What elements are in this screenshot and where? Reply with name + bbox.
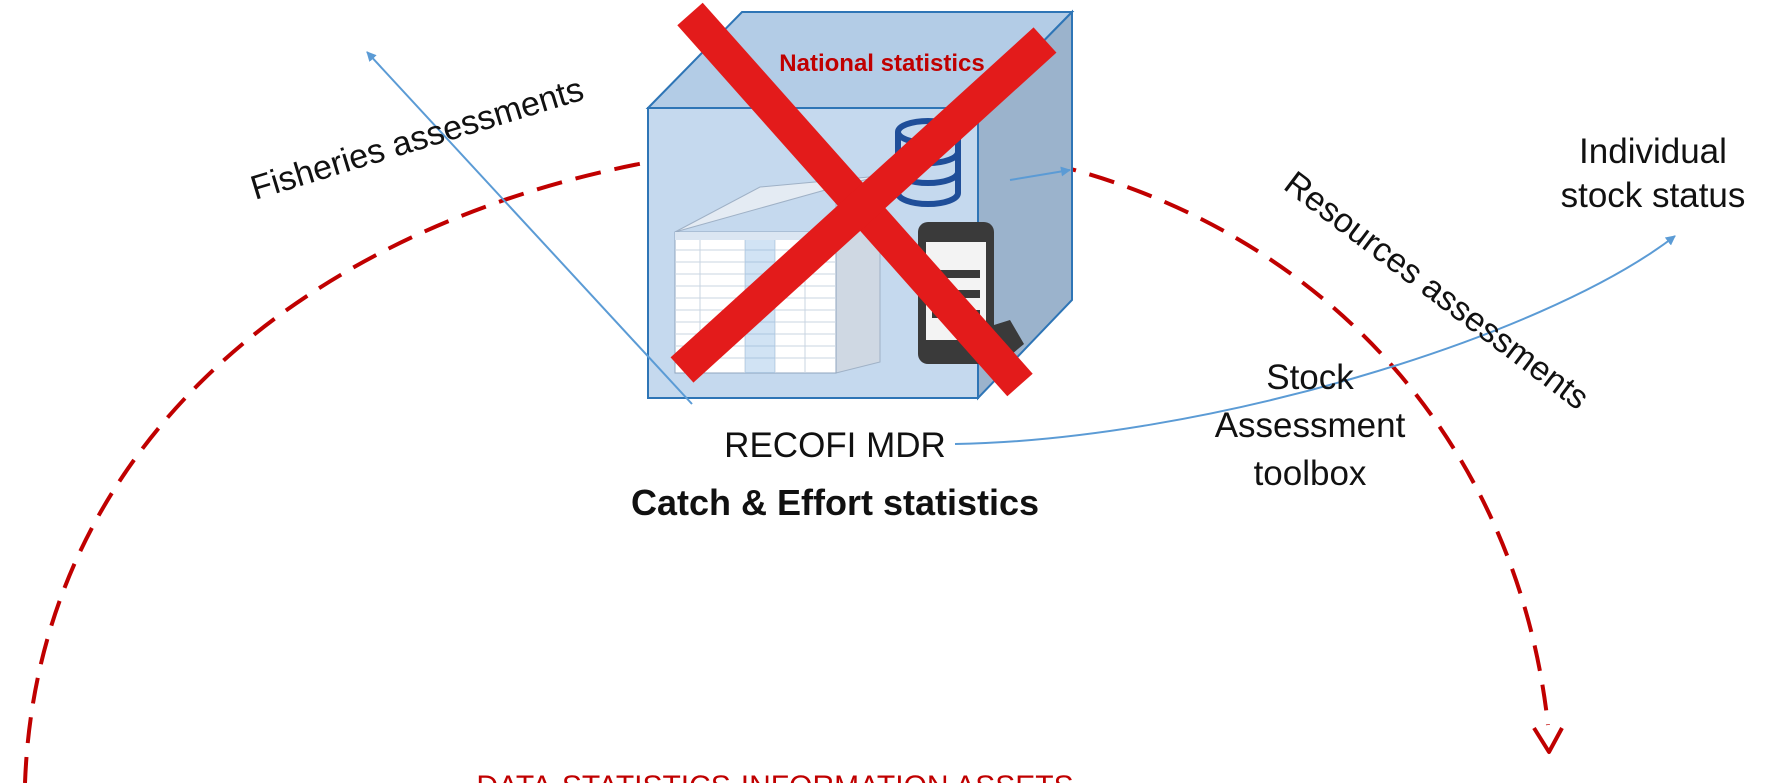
individual-stock-status-arrow — [954, 235, 1676, 445]
individual-line-2: stock status — [1560, 176, 1746, 215]
stock-line-3: toolbox — [1253, 454, 1367, 493]
fisheries-assessments-arrow — [366, 51, 693, 405]
box-title: National statistics — [779, 50, 984, 77]
individual-stock-status-label: Individual stock status — [1528, 130, 1778, 218]
stock-assessment-toolbox-label: Stock Assessment toolbox — [1175, 354, 1445, 498]
red-cross-icon — [670, 2, 1057, 397]
assets-label: DATA-STATISTICS-INFORMATION ASSETS — [360, 770, 1190, 783]
dashed-arc-arrowhead — [1532, 726, 1564, 754]
fisheries-assessments-label: Fisheries assessments — [246, 70, 588, 207]
stock-line-2: Assessment — [1214, 406, 1406, 445]
stock-line-1: Stock — [1266, 358, 1354, 397]
recofi-mdr-label: RECOFI MDR — [724, 426, 946, 465]
catch-effort-label: Catch & Effort statistics — [630, 482, 1040, 523]
individual-line-1: Individual — [1579, 132, 1727, 171]
resources-assessments-arrow — [1009, 166, 1071, 181]
